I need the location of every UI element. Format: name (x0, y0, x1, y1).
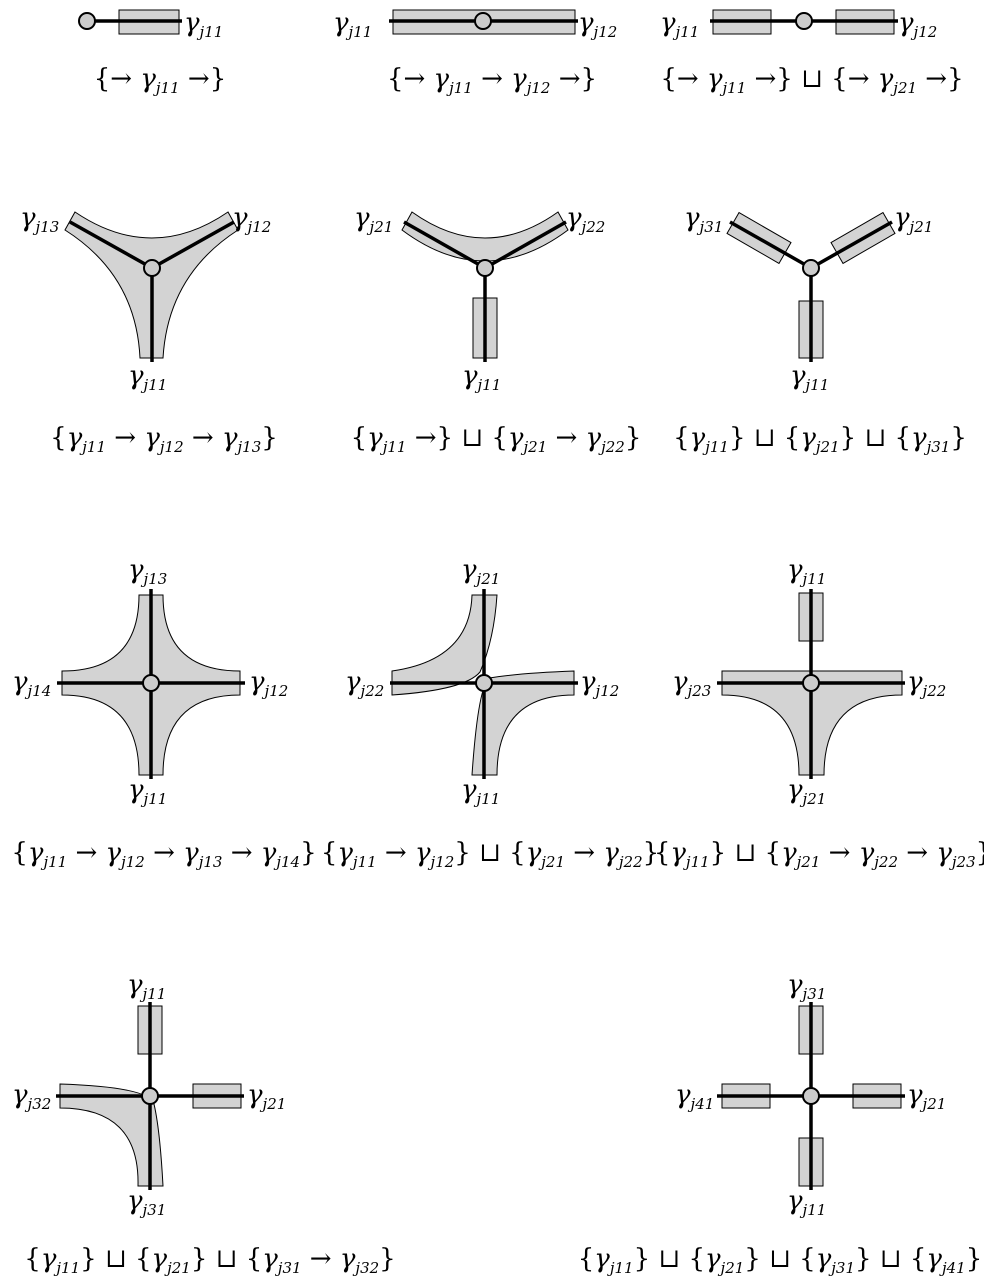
edge-label: γj21 (907, 1080, 946, 1113)
panel-1-diagram: γj11 (78, 8, 223, 41)
panel-5-caption: {γj11 →} ⊔ {γj21 → γj22} (350, 423, 642, 457)
edge (403, 220, 486, 270)
vertex (141, 1087, 159, 1105)
edge-label: γj21 (894, 203, 933, 236)
edge-label: γj22 (566, 203, 605, 236)
panel-5-diagram: γj21 γj22 γj11 (354, 203, 605, 394)
vertex (475, 674, 493, 692)
ribbon-band (391, 594, 498, 696)
vertex (142, 674, 160, 692)
edge-label: γj21 (461, 555, 500, 588)
vertex (474, 12, 492, 30)
edge-label: γj11 (127, 970, 166, 1003)
panel-7-diagram: γj13 γj14 γj12 γj11 (12, 555, 288, 808)
edge-label: γj21 (787, 775, 826, 808)
panel-11-diagram: γj31 γj41 γj21 γj11 (675, 970, 946, 1219)
edge (151, 220, 235, 270)
edge-label: γj31 (127, 1186, 166, 1219)
panel-9-diagram: γj11 γj23 γj22 γj21 (672, 555, 946, 808)
edge-label: γj22 (907, 667, 946, 700)
panel-10-caption: {γj11} ⊔ {γj21} ⊔ {γj31 → γj32} (24, 1244, 396, 1278)
edge-label: γj23 (672, 667, 711, 700)
edge-label: γj11 (787, 555, 826, 588)
panel-3-diagram: γj11 γj12 (660, 8, 937, 41)
ribbon-band (401, 211, 569, 262)
panel-11-caption: {γj11} ⊔ {γj21} ⊔ {γj31} ⊔ {γj41} (577, 1244, 983, 1278)
panel-2-caption: {→ γj11 → γj12 →} (386, 64, 598, 98)
edge-label: γj14 (12, 667, 51, 700)
vertex (802, 674, 820, 692)
edge-label: γj31 (684, 203, 723, 236)
edge-label: γj11 (787, 1186, 826, 1219)
panel-8-diagram: γj21 γj22 γj12 γj11 (345, 555, 619, 808)
panel-1-caption: {→ γj11 →} (93, 64, 227, 98)
vertex (143, 259, 161, 277)
edge-label: γj13 (20, 203, 59, 236)
edge (484, 220, 567, 270)
edge-label: γj31 (787, 970, 826, 1003)
edge-label: γj12 (232, 203, 271, 236)
edge-label: γj11 (461, 775, 500, 808)
edge-label: γj32 (12, 1080, 51, 1113)
panel-4-caption: {γj11 → γj12 → γj13} (50, 423, 278, 457)
edge-label: γj12 (578, 8, 617, 41)
edge-label: γj21 (247, 1080, 286, 1113)
panel-7-caption: {γj11 → γj12 → γj13 → γj14} (11, 838, 317, 872)
edge-label: γj41 (675, 1080, 714, 1113)
edge-label: γj11 (660, 8, 699, 41)
edge-label: γj11 (184, 8, 223, 41)
edge-label: γj13 (128, 555, 167, 588)
panel-2-diagram: γj11 γj12 (333, 8, 617, 41)
edge-label: γj21 (354, 203, 393, 236)
panel-3-caption: {→ γj11 →} ⊔ {→ γj21 →} (660, 64, 964, 98)
vertex (802, 259, 820, 277)
edge-label: γj12 (249, 667, 288, 700)
vertex (795, 12, 813, 30)
edge-label: γj11 (333, 8, 372, 41)
edge-label: γj11 (128, 361, 167, 394)
panel-6-caption: {γj11} ⊔ {γj21} ⊔ {γj31} (673, 423, 967, 457)
edge-label: γj11 (462, 361, 501, 394)
edge (69, 220, 153, 270)
vertex (78, 12, 96, 30)
edge-label: γj12 (898, 8, 937, 41)
vertex (476, 259, 494, 277)
panel-8-caption: {γj11 → γj12} ⊔ {γj21 → γj22} (320, 838, 660, 872)
ribbon-band (59, 1083, 164, 1187)
panel-6-diagram: γj31 γj21 γj11 (684, 203, 933, 394)
panel-10-diagram: γj11 γj32 γj21 γj31 (12, 970, 286, 1219)
ribbon-band (471, 670, 575, 776)
edge-label: γj22 (345, 667, 384, 700)
panel-4-diagram: γj13 γj12 γj11 (20, 203, 271, 394)
panel-9-caption: {γj11} ⊔ {γj21 → γj22 → γj23} (653, 838, 984, 872)
edge-label: γj11 (790, 361, 829, 394)
vertex (802, 1087, 820, 1105)
edge-label: γj11 (128, 775, 167, 808)
edge-label: γj12 (580, 667, 619, 700)
edge (810, 220, 893, 270)
edge (729, 220, 812, 270)
